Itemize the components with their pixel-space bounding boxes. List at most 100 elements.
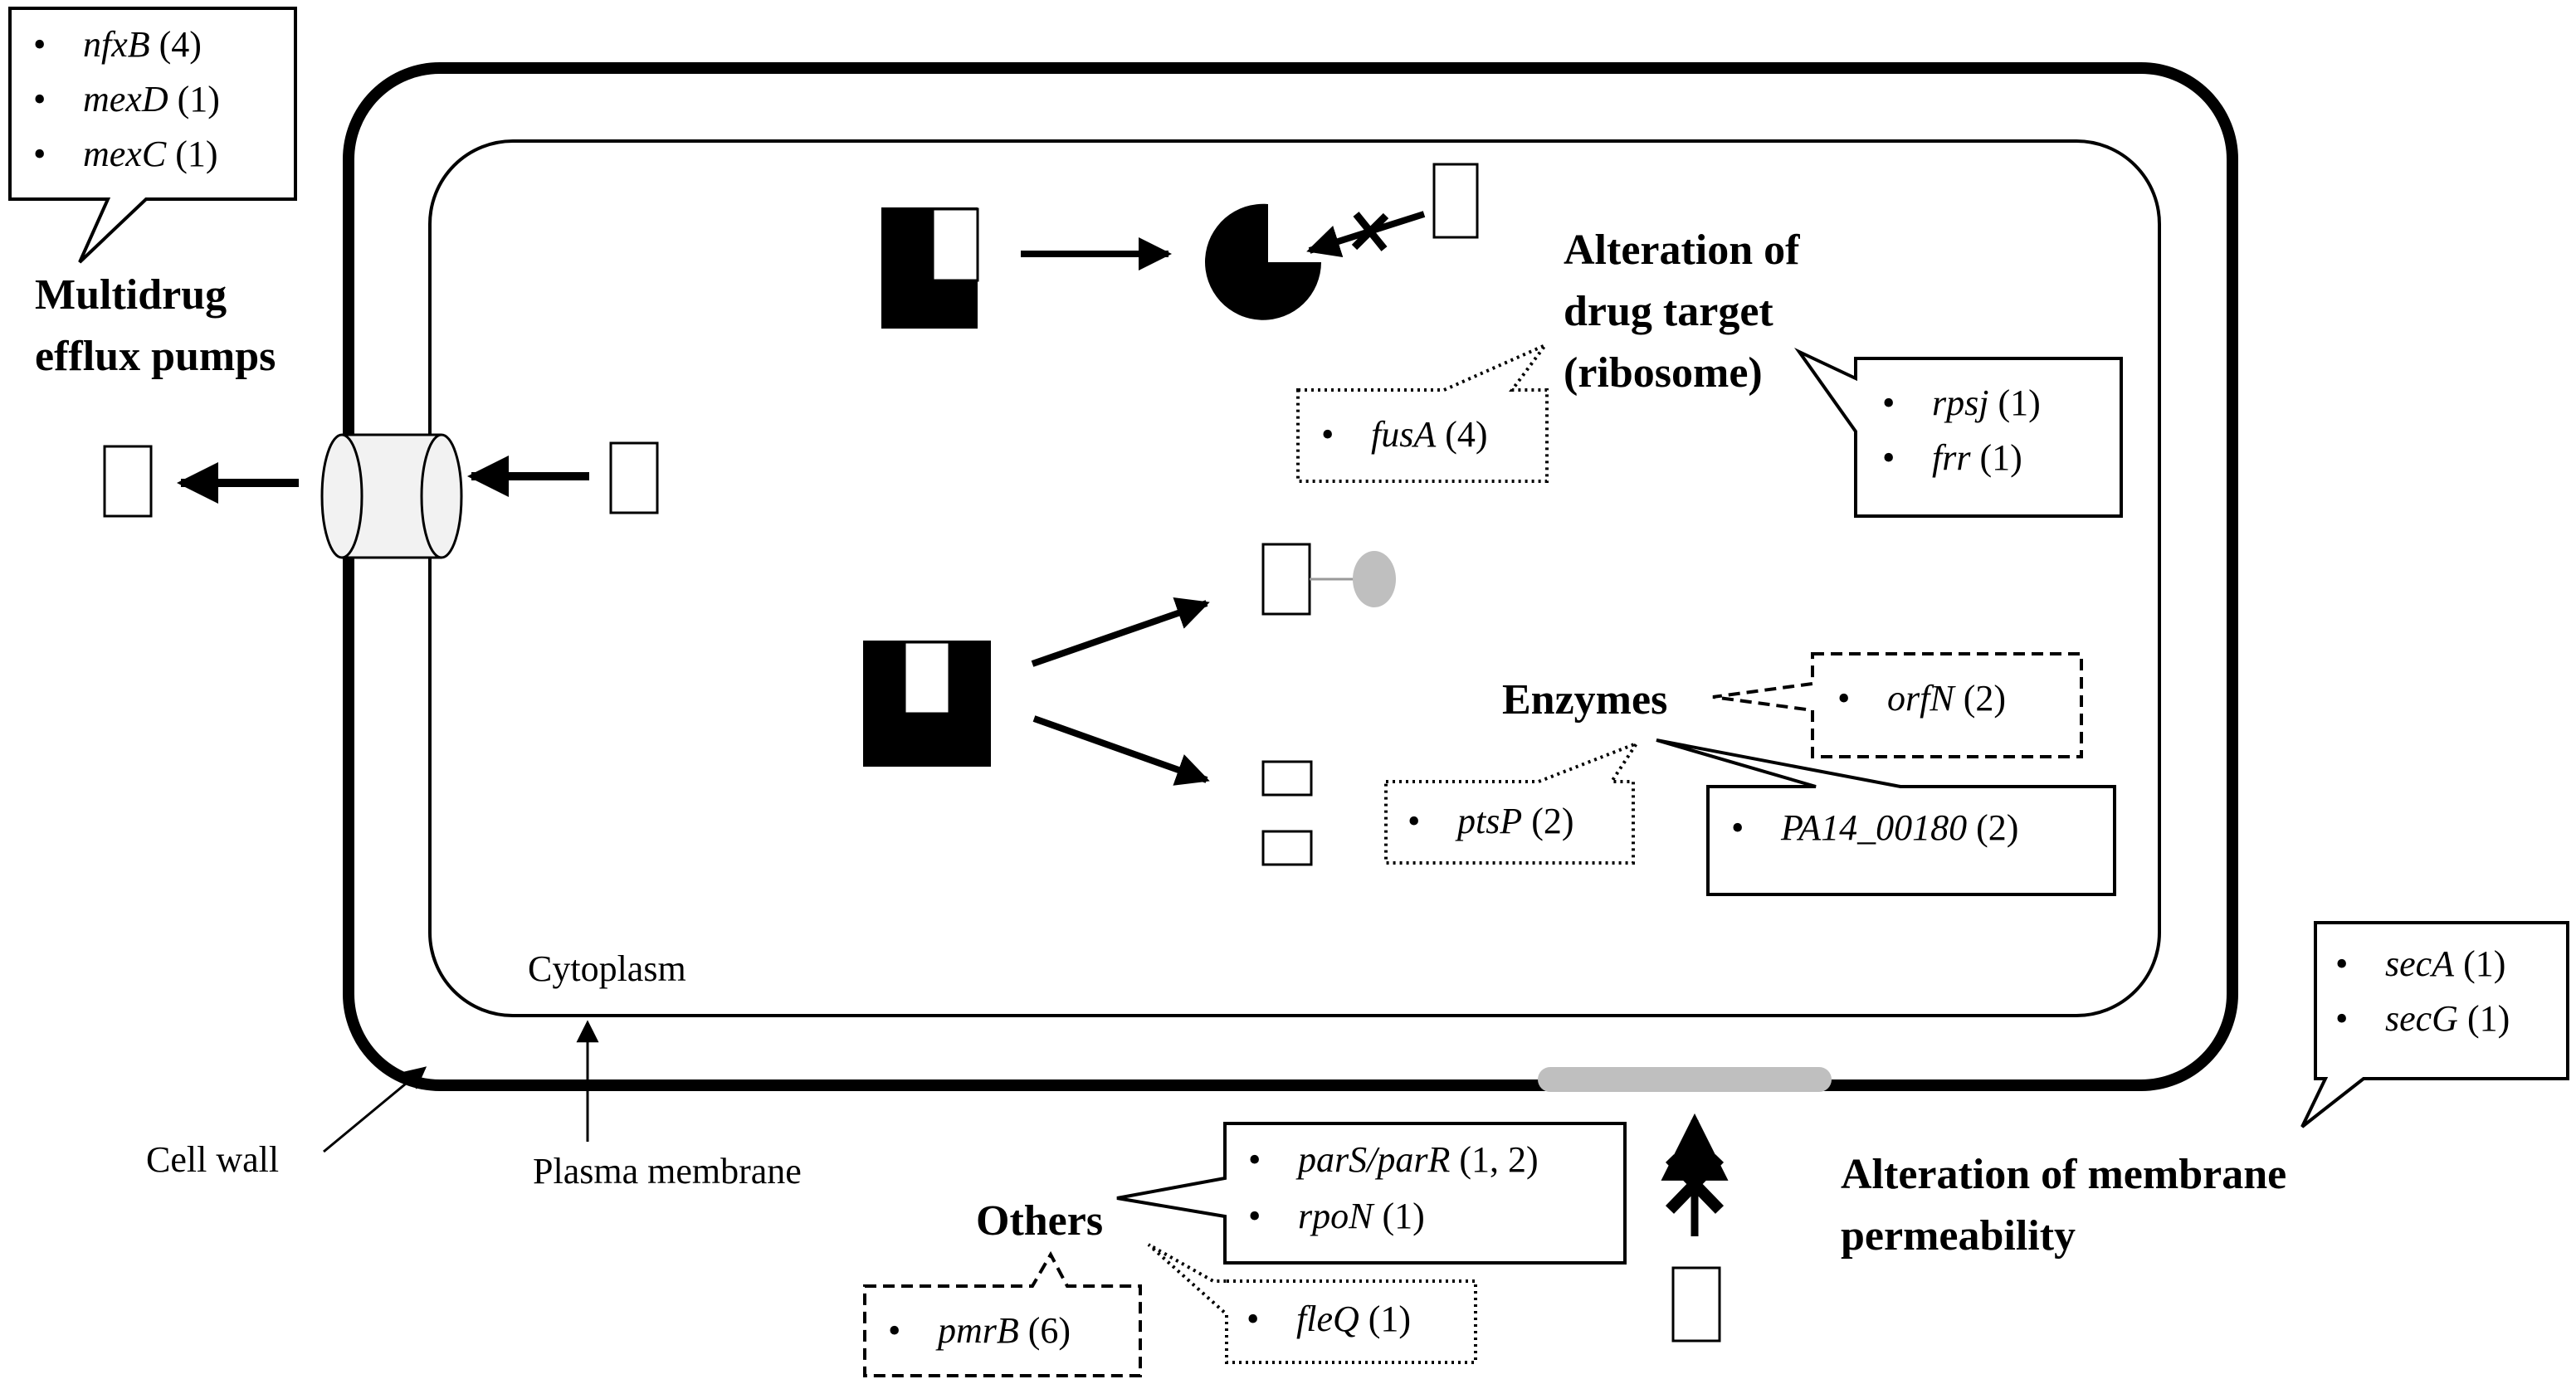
- gene-name: fusA: [1371, 414, 1437, 455]
- modified-drug-molecule: [1261, 543, 1311, 616]
- membrane-permeability-title-line1: Alteration of membrane: [1841, 1151, 2286, 1198]
- bullet-marker: •: [1248, 1196, 1261, 1236]
- cell-wall-label: Cell wall: [146, 1139, 279, 1180]
- drug-molecule-ribosome: [1432, 163, 1479, 239]
- blocked-x-icon: [1351, 212, 1389, 251]
- efflux-pumps-title-line2: efflux pumps: [35, 333, 276, 380]
- efflux-pump: [320, 433, 463, 559]
- mutation-count: (6): [1019, 1310, 1071, 1351]
- bullet-marker: •: [33, 24, 46, 65]
- mutation-count: (4): [150, 24, 202, 65]
- parS-gene-callout: [1116, 1122, 1627, 1265]
- gene-name: rpsj: [1932, 383, 1988, 423]
- fusA-gene-callout: [1296, 341, 1551, 483]
- bullet-marker: •: [1321, 414, 1334, 455]
- gene-name: secA: [2385, 943, 2455, 984]
- plasma-membrane-outline: [428, 139, 2161, 1017]
- enzyme-arrow-down: [1032, 715, 1210, 786]
- others-title: Others: [976, 1197, 1103, 1245]
- mutation-count: (2): [1954, 678, 2006, 719]
- gene-entry: ptsP (2): [1455, 801, 1574, 841]
- mutation-count: (1): [168, 79, 220, 119]
- mutation-count: (1): [1988, 383, 2040, 423]
- gene-name: parS/parR: [1295, 1139, 1450, 1180]
- bullet-marker: •: [2335, 943, 2348, 984]
- bullet-marker: •: [1882, 383, 1895, 423]
- cytoplasm-label: Cytoplasm: [528, 948, 686, 989]
- gene-entry: fusA (4): [1371, 414, 1488, 455]
- cell-wall-pointer: [323, 1066, 427, 1153]
- gene-name: mexD: [83, 79, 168, 119]
- drug-target-title-line2: drug target: [1564, 288, 1773, 335]
- fleQ-gene-callout: [1147, 1243, 1477, 1364]
- gene-entry: secA (1): [2385, 943, 2505, 984]
- enzyme-arrow-up: [1031, 597, 1210, 667]
- gene-entry: rpsj (1): [1932, 383, 2041, 423]
- membrane-permeability-title-line2: permeability: [1841, 1212, 2076, 1260]
- drug-target-title-line1: Alteration of: [1564, 227, 1800, 274]
- gene-lists: • nfxB (4) • mexD (1) • mexC (1) • fusA (4) • rps…: [33, 24, 2510, 1351]
- mutation-count: (1): [1970, 437, 2022, 478]
- enzymes-title: Enzymes: [1502, 676, 1667, 724]
- cell-wall-outline: [343, 62, 2238, 1091]
- mutation-count: (1, 2): [1450, 1139, 1538, 1180]
- gene-entry: nfxB (4): [83, 24, 202, 65]
- permeability-blocked-x-icon: [1665, 1154, 1725, 1214]
- bullet-marker: •: [1731, 807, 1744, 848]
- PA14-gene-callout: [1656, 738, 2116, 896]
- enzyme-precursor-shape: [863, 641, 991, 767]
- mutation-count: (2): [1522, 801, 1573, 841]
- drug-target-title-line3: (ribosome): [1564, 349, 1763, 397]
- efflux-gene-callout: [8, 7, 297, 264]
- gene-name: rpoN: [1298, 1196, 1375, 1236]
- mutation-count: (2): [1967, 807, 2018, 848]
- gene-entry: pmrB (6): [935, 1310, 1071, 1351]
- gene-entry: orfN (2): [1887, 678, 2006, 719]
- bullet-marker: •: [33, 134, 46, 174]
- gene-name: mexC: [83, 134, 167, 174]
- bullet-marker: •: [1247, 1299, 1259, 1339]
- drug-fragment-bottom: [1261, 830, 1313, 866]
- gene-entry: mexC (1): [83, 134, 218, 174]
- bullet-marker: •: [1882, 437, 1895, 478]
- bullet-marker: •: [1248, 1139, 1261, 1180]
- gene-name: orfN: [1887, 678, 1956, 719]
- mutation-count: (4): [1436, 414, 1487, 455]
- ptsP-gene-callout: [1384, 739, 1642, 865]
- gene-name: fleQ: [1296, 1299, 1359, 1339]
- mutation-count: (1): [166, 134, 217, 174]
- drug-molecule-membrane: [1671, 1266, 1721, 1343]
- gene-entry: parS/parR (1, 2): [1295, 1139, 1539, 1180]
- gene-name: PA14_00180: [1780, 807, 1967, 848]
- drug-target-precursor-shape: [881, 207, 979, 329]
- mutation-count: (1): [2454, 943, 2505, 984]
- gene-entry: secG (1): [2385, 998, 2510, 1039]
- plasma-membrane-label: Plasma membrane: [533, 1151, 802, 1192]
- bullet-marker: •: [1408, 801, 1420, 841]
- pmrB-gene-callout: [863, 1250, 1142, 1377]
- drug-molecule-outside: [103, 445, 153, 518]
- ribosome-gene-callout: [1793, 347, 2123, 518]
- ribosome-target-shape: [1205, 203, 1321, 320]
- gene-entry: fleQ (1): [1296, 1299, 1411, 1339]
- efflux-pumps-title-line1: Multidrug: [35, 271, 227, 319]
- gene-name: secG: [2385, 998, 2458, 1039]
- mutation-count: (1): [1373, 1196, 1424, 1236]
- bullet-marker: •: [2335, 998, 2348, 1039]
- secAG-gene-callout: [2300, 921, 2569, 1128]
- gene-entry: mexD (1): [83, 79, 220, 119]
- drug-molecule-inside: [609, 441, 659, 514]
- drug-fragment-top: [1261, 760, 1313, 797]
- mutation-count: (1): [1359, 1299, 1411, 1339]
- bullet-marker: •: [33, 79, 46, 119]
- gene-entry: PA14_00180 (2): [1780, 807, 2018, 848]
- mutation-count: (1): [2458, 998, 2510, 1039]
- modification-group: [1353, 551, 1396, 607]
- gene-name: frr: [1932, 437, 1971, 478]
- gene-name: pmrB: [935, 1310, 1019, 1351]
- gene-entry: rpoN (1): [1298, 1196, 1425, 1236]
- gene-name: nfxB: [83, 24, 150, 65]
- orfN-gene-callout: [1712, 652, 2083, 758]
- gene-name: ptsP: [1455, 801, 1522, 841]
